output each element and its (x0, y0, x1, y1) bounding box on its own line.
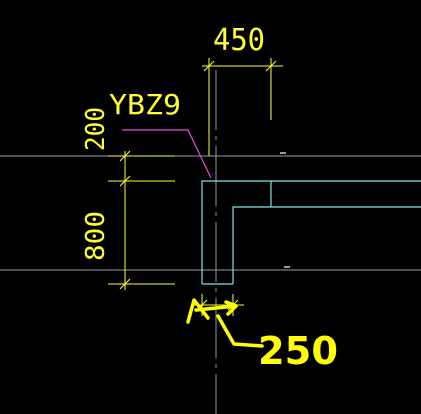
dimension-left-lower: 800 (81, 211, 111, 261)
axis-markers (280, 152, 290, 268)
left-tick-mid (119, 175, 131, 187)
left-tick-bottom (119, 278, 131, 290)
hand-leader (216, 314, 264, 348)
left-tick-top (119, 150, 131, 162)
hand-arrow-right (224, 300, 238, 316)
dimension-top-width: 450 (213, 23, 265, 58)
axis-lines (0, 70, 421, 414)
leader-line (122, 129, 212, 179)
column-label: YBZ9 (109, 88, 181, 121)
dimension-left-upper: 200 (81, 107, 111, 151)
hand-bar (194, 304, 238, 312)
top-tick-left (203, 60, 215, 72)
column-leader (122, 129, 212, 179)
column-boundary (201, 180, 421, 284)
dimension-lines (108, 58, 283, 316)
top-tick-right (265, 60, 277, 72)
column-inner-boundary (232, 206, 271, 284)
handwritten-mark (186, 298, 264, 348)
hand-arrow-left (186, 298, 210, 324)
column-outline (201, 180, 421, 285)
handwritten-note: 250 (258, 329, 338, 373)
